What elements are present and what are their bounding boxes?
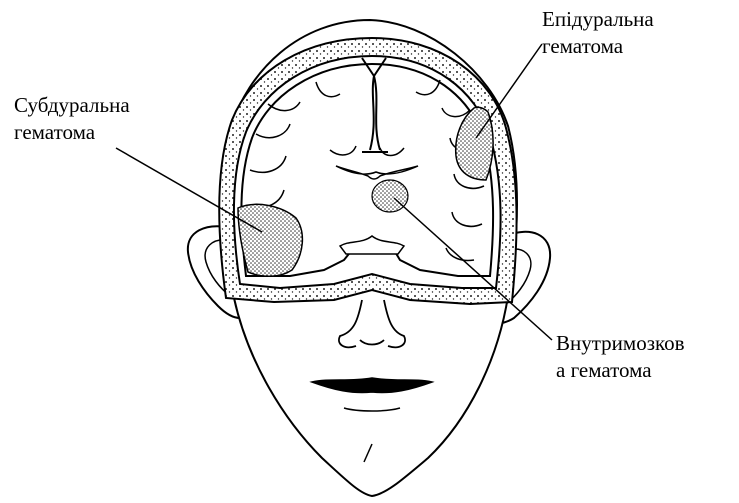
subdural-label-line-1: Субдуральна xyxy=(14,92,130,119)
subdural-hematoma xyxy=(238,204,302,276)
intracerebral-label-line-1: Внутримозков xyxy=(556,330,685,357)
intracerebral-hematoma xyxy=(372,180,408,212)
epidural-label-line-1: Епідуральна xyxy=(542,6,654,33)
epidural-hematoma-label: Епідуральна гематома xyxy=(542,6,654,60)
subdural-hematoma-label: Субдуральна гематома xyxy=(14,92,130,146)
intracerebral-hematoma-label: Внутримозков а гематома xyxy=(556,330,685,384)
intracerebral-label-line-2: а гематома xyxy=(556,357,685,384)
epidural-label-line-2: гематома xyxy=(542,33,654,60)
subdural-label-line-2: гематома xyxy=(14,119,130,146)
